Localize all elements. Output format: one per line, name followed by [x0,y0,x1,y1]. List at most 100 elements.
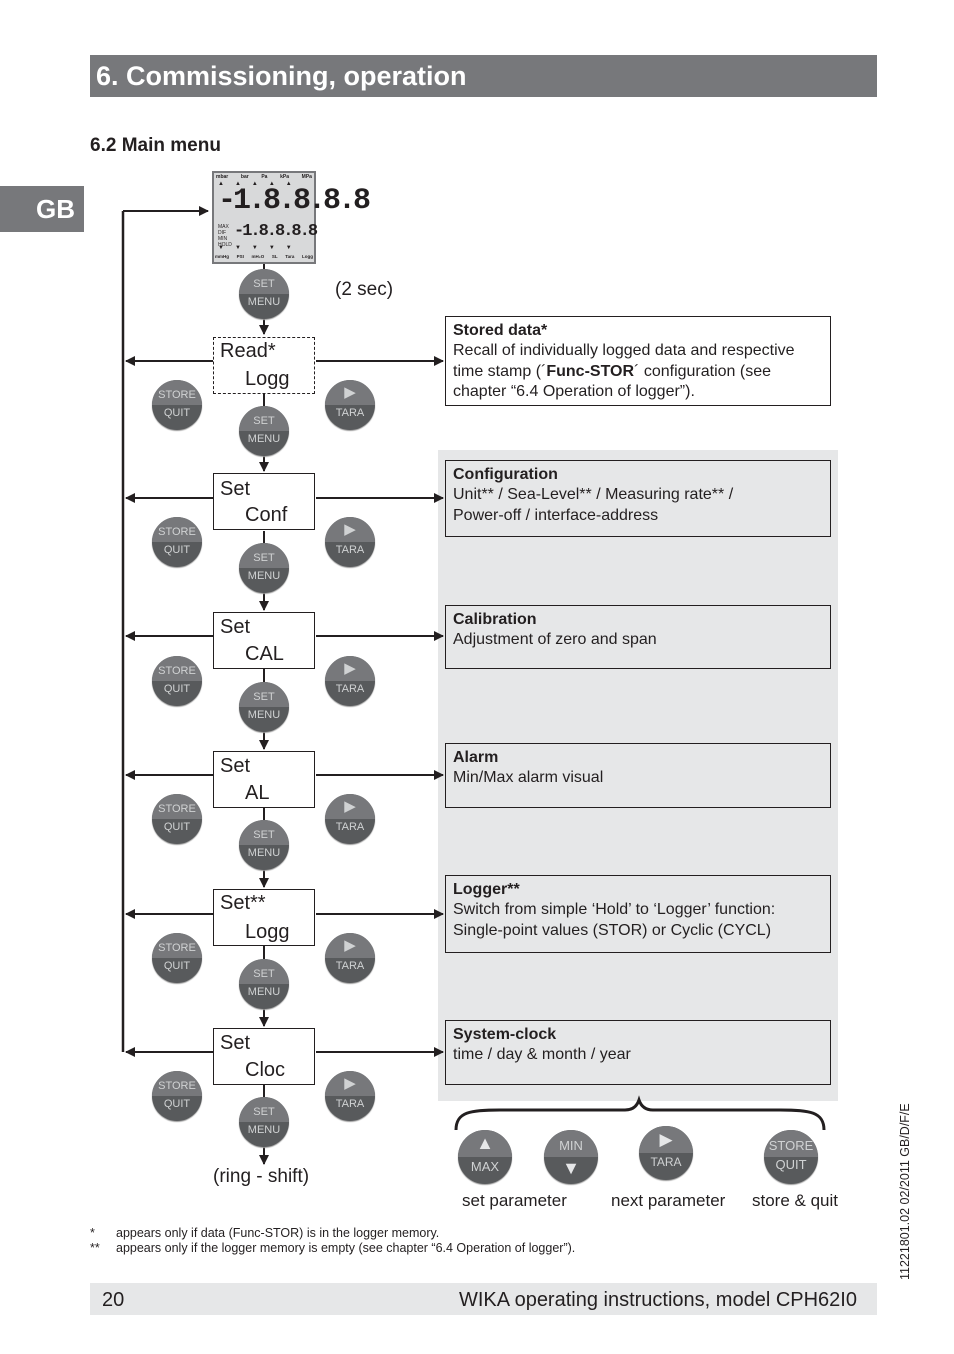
button-label: SET [253,415,275,427]
info-body: Switch from simple ‘Hold’ to ‘Logger’ fu… [453,901,776,939]
button-label: SET [253,691,275,703]
button-label: SET [253,278,275,290]
max-button[interactable]: ▲ MAX [458,1130,512,1184]
end-note: (ring - shift) [213,1166,310,1187]
menu-line1: Read* [220,340,276,362]
play-icon: ▶ [344,937,356,954]
lcd-sub-value: -1.8.8.8.8 [234,222,318,241]
triangle-up-icon: ▲ [476,1133,494,1153]
info-title: Calibration [453,611,537,628]
menu-read-logg: Read* Logg [213,337,315,394]
legend-store-quit: store & quit [752,1191,838,1210]
button-label: STORE [158,803,196,815]
info-title: Stored data* [453,322,548,339]
button-label: STORE [158,389,196,401]
menu-line2: CAL [245,643,284,665]
legend-set-parameter: set parameter [462,1191,567,1210]
menu-set-logg: Set** Logg [213,889,315,946]
unit-label: bar [240,174,249,180]
store-quit-button[interactable]: STORE QUIT [152,380,202,430]
button-label: TARA [335,1098,365,1110]
play-icon: ▶ [344,521,356,538]
tara-button[interactable]: ▶TARA [325,794,375,844]
tara-button[interactable]: ▶TARA [325,380,375,430]
play-icon: ▶ [659,1130,673,1149]
button-label: MENU [247,986,281,998]
unit-label: MPa [301,174,312,180]
info-body: Adjustment of zero and span [453,631,657,648]
button-label: QUIT [163,960,191,972]
tara-button[interactable]: ▶ TARA [639,1126,693,1180]
button-label: QUIT [163,1098,191,1110]
button-label: TARA [335,683,365,695]
unit-label: mbar [216,174,229,180]
footnote-mark: ** [90,1241,100,1255]
section-title: 6.2 Main menu [90,135,221,156]
button-label: STORE [768,1138,814,1153]
button-label: MENU [247,570,281,582]
info-logger: Logger** Switch from simple ‘Hold’ to ‘L… [445,875,831,953]
menu-line1: Set [220,478,251,500]
play-icon: ▶ [344,1075,356,1092]
menu-line1: Set [220,755,251,777]
info-title: System-clock [453,1026,557,1043]
set-menu-button[interactable]: SET MENU [239,682,289,732]
info-body-text: ´ configuration (see chapter “6.4 Operat… [453,362,772,401]
menu-line1: Set [220,1032,251,1054]
info-title: Logger** [453,881,520,898]
triangle-row-bottom: ▼▼▼▼▼ [218,245,303,251]
menu-line2: Logg [245,921,290,943]
play-icon: ▶ [344,660,356,677]
bottom-label: SL [271,254,278,259]
menu-set-cal: Set CAL [213,612,315,669]
unit-row: mbar bar Pa kPa MPa [216,174,312,180]
bottom-label: PSI [236,254,244,259]
min-button[interactable]: MIN▼ [544,1130,598,1184]
store-quit-button[interactable]: STORE QUIT [152,794,202,844]
lcd-main-value: -1.8.8.8.8 [218,184,371,218]
button-label: SET [253,1106,275,1118]
legend-next-parameter: next parameter [611,1191,726,1210]
info-body: time / day & month / year [453,1046,631,1063]
button-label: MENU [247,709,281,721]
menu-set-al: Set AL [213,751,315,808]
info-body: Recall of individually logged data and r… [453,341,823,403]
button-label: QUIT [163,683,191,695]
tara-button[interactable]: ▶ TARA [325,656,375,706]
button-label: QUIT [163,821,191,833]
button-label: QUIT [163,407,191,419]
footer-bar [90,1283,877,1315]
info-system-clock: System-clock time / day & month / year [445,1020,831,1085]
footer-text: WIKA operating instructions, model CPH62… [459,1289,857,1311]
button-label: MAX [470,1159,500,1174]
lcd-display: mbar bar Pa kPa MPa ▲▲▲▲▲ -1.8.8.8.8 MAX… [212,171,371,264]
tara-button[interactable]: ▶ TARA [325,1071,375,1121]
button-label: TARA [650,1155,682,1169]
menu-set-cloc: Set Cloc [213,1028,315,1085]
info-title: Configuration [453,466,558,483]
header-bar [90,55,877,97]
info-stored-data: Stored data* Recall of individually logg… [445,316,831,406]
menu-line2: Cloc [245,1059,286,1081]
tara-button[interactable]: ▶TARA [325,517,375,567]
bottom-label: mmHg [215,254,230,259]
info-body: Min/Max alarm visual [453,769,604,786]
info-body-bold: Func-STOR [546,362,635,380]
menu-line1: Set** [220,892,266,914]
hold-note: (2 sec) [335,279,394,300]
tara-button[interactable]: ▶TARA [325,933,375,983]
button-label: SET [253,829,275,841]
document-id: 11221801.02 02/2011 GB/D/F/E [898,1103,912,1280]
info-title: Alarm [453,749,499,766]
